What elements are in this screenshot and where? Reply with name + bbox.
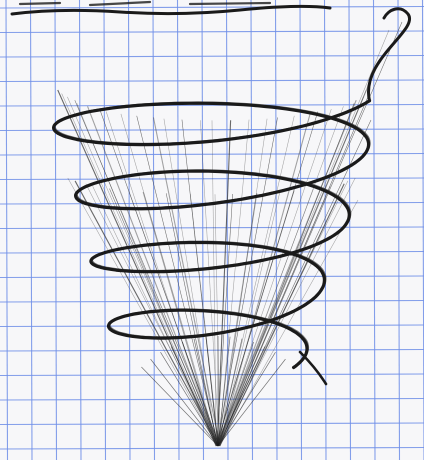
grid-line-vertical <box>202 0 204 460</box>
apex-hatch-line <box>171 346 218 446</box>
grid-line-horizontal <box>0 7 424 9</box>
grid-line-vertical <box>80 0 82 460</box>
grid-line-horizontal <box>0 448 424 450</box>
apex-hatch-line <box>218 346 265 446</box>
hatch-line <box>217 60 379 446</box>
grid-line-horizontal <box>0 252 424 254</box>
grid-line-horizontal <box>0 399 424 401</box>
grid-line-horizontal <box>0 154 424 156</box>
grid-line-vertical <box>398 0 400 460</box>
grid-line-horizontal <box>0 31 424 33</box>
grid-line-vertical <box>349 0 351 460</box>
grid-line-vertical <box>104 0 106 460</box>
hatch-line <box>216 30 389 446</box>
grid-line-horizontal <box>0 80 424 82</box>
grid-line-horizontal <box>0 178 424 180</box>
spiral-end-stroke <box>300 352 326 384</box>
grid-line-vertical <box>276 0 278 460</box>
grid-line-horizontal <box>0 350 424 352</box>
grid-line-horizontal <box>0 374 424 376</box>
grid-line-horizontal <box>0 227 424 229</box>
grid-line-vertical <box>300 0 302 460</box>
grid-line-vertical <box>178 0 180 460</box>
grid-line-horizontal <box>0 56 424 58</box>
grid-line-vertical <box>6 0 8 460</box>
grid-line-vertical <box>55 0 57 460</box>
spiral-tail <box>368 9 409 101</box>
grid-line-horizontal <box>0 301 424 303</box>
grid-line-vertical <box>325 0 327 460</box>
hatch-line <box>164 119 217 446</box>
hatch-line <box>219 186 331 446</box>
hatch-line <box>88 106 218 446</box>
top-scribble-fragments <box>20 2 270 5</box>
grid-line-horizontal <box>0 423 424 425</box>
grid-line-horizontal <box>0 276 424 278</box>
grid-line-vertical <box>31 0 33 460</box>
